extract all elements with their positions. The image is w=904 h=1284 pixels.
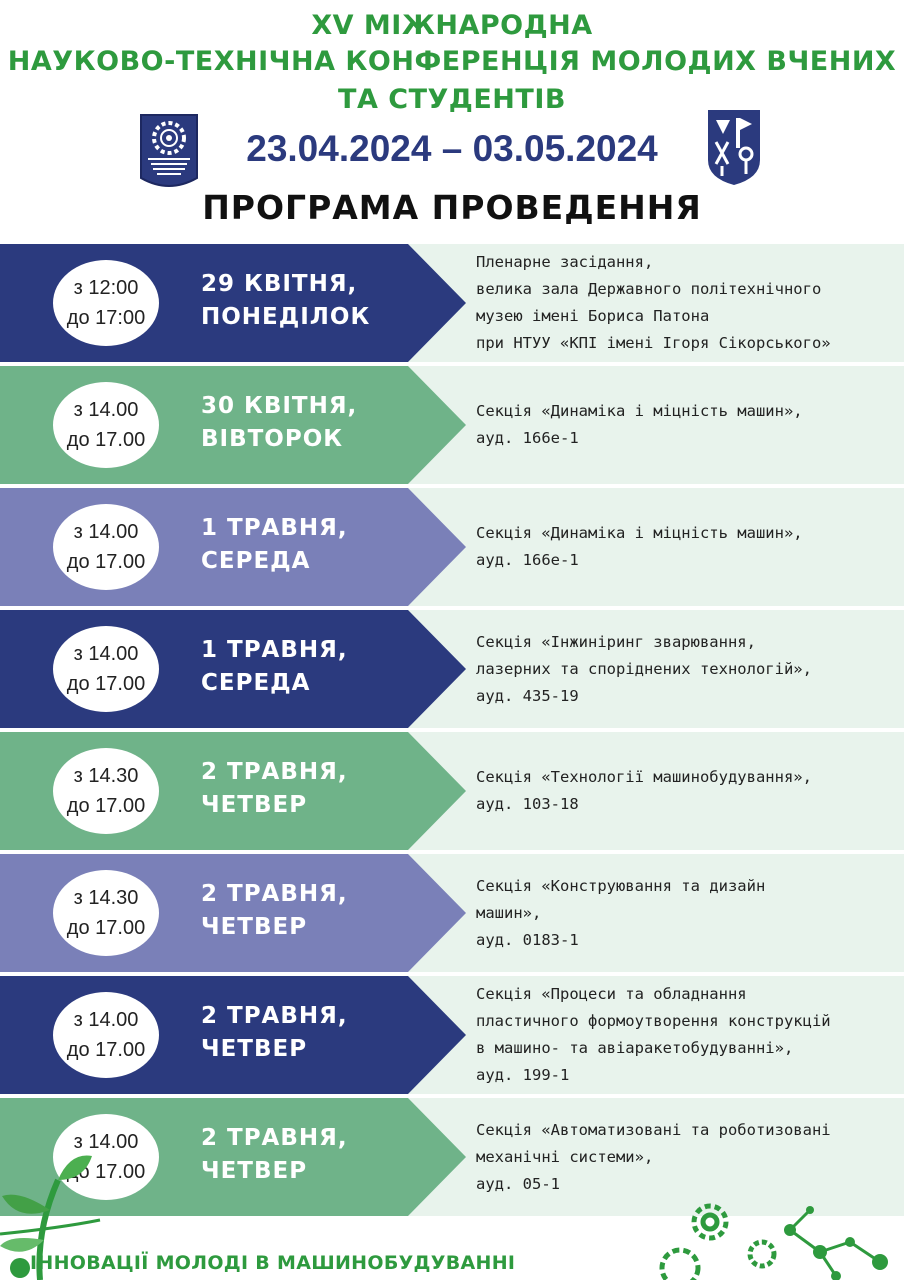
time-from: з 14.30 bbox=[73, 765, 139, 787]
description-line: в машино- та авіаракетобудуванні», bbox=[476, 1039, 794, 1057]
time-to: до 17.00 bbox=[66, 673, 146, 695]
time-to: до 17.00 bbox=[66, 795, 146, 817]
description-line: Секція «Процеси та обладнання bbox=[476, 985, 747, 1003]
conference-dates: 23.04.2024 – 03.05.2024 bbox=[246, 128, 658, 169]
conference-title-line-1: XV МІЖНАРОДНА bbox=[311, 10, 593, 41]
conference-title-line-3: ТА СТУДЕНТІВ bbox=[338, 84, 566, 115]
time-from: з 14.30 bbox=[73, 887, 139, 909]
description-line: ауд. 435-19 bbox=[476, 686, 579, 705]
session-description: Секція «Динаміка і міцність машин», ауд. … bbox=[476, 366, 896, 484]
session-description: Секція «Інжиніринг зварювання, лазерних т… bbox=[476, 610, 896, 728]
time-from: з 14.00 bbox=[73, 1131, 139, 1153]
description-line: пластичного формоутворення конструкцій bbox=[476, 1012, 831, 1030]
day-weekday: ЧЕТВЕР bbox=[201, 792, 308, 818]
description-line: ауд. 0183-1 bbox=[476, 930, 579, 949]
time-badge: з 14.00 до 17.00 bbox=[53, 992, 159, 1078]
kpi-shield-logo-icon bbox=[708, 110, 760, 185]
description-line: Секція «Інжиніринг зварювання, bbox=[476, 632, 756, 651]
description-line: Пленарне засідання, bbox=[476, 253, 654, 271]
schedule-row: з 14.00 до 17.00 1 ТРАВНЯ, СЕРЕДА Секція «Ін… bbox=[0, 610, 904, 728]
day-date: 2 ТРАВНЯ, bbox=[201, 1003, 348, 1029]
day-label: 2 ТРАВНЯ, ЧЕТВЕР bbox=[201, 1000, 348, 1066]
time-badge: з 14.00 до 17.00 bbox=[53, 382, 159, 468]
day-date: 29 КВІТНЯ, bbox=[201, 271, 358, 297]
time-to: до 17.00 bbox=[66, 429, 146, 451]
footer-tagline: ІННОВАЦІЇ МОЛОДІ В МАШИНОБУДУВАННІ bbox=[30, 1252, 516, 1274]
time-badge: з 12:00 до 17:00 bbox=[53, 260, 159, 346]
day-date: 2 ТРАВНЯ, bbox=[201, 1125, 348, 1151]
kpi-logo bbox=[706, 108, 762, 186]
institute-logo bbox=[138, 112, 200, 194]
day-date: 30 КВІТНЯ, bbox=[201, 393, 358, 419]
day-date: 2 ТРАВНЯ, bbox=[201, 759, 348, 785]
description-line: ауд. 166е-1 bbox=[476, 429, 579, 447]
description-line: Секція «Автоматизовані та роботизовані bbox=[476, 1120, 831, 1139]
gear-network-icon bbox=[640, 1190, 904, 1284]
description-line: ауд. 166е-1 bbox=[476, 551, 579, 569]
description-line: Секція «Конструювання та дизайн bbox=[476, 876, 766, 895]
session-description: Секція «Конструювання та дизайн машин», ау… bbox=[476, 854, 896, 972]
session-description: Пленарне засідання, велика зала Державног… bbox=[476, 244, 896, 362]
schedule-row: з 14.30 до 17.00 2 ТРАВНЯ, ЧЕТВЕР Секція «Ко… bbox=[0, 854, 904, 972]
time-from: з 14.00 bbox=[73, 399, 139, 421]
time-badge: з 14.00 до 17.00 bbox=[53, 504, 159, 590]
time-from: з 14.00 bbox=[73, 643, 139, 665]
session-description: Секція «Технології машинобудування», ауд.… bbox=[476, 732, 896, 850]
description-line: механічні системи», bbox=[476, 1147, 654, 1166]
description-line: машин», bbox=[476, 903, 542, 922]
day-label: 2 ТРАВНЯ, ЧЕТВЕР bbox=[201, 878, 348, 944]
day-date: 1 ТРАВНЯ, bbox=[201, 637, 348, 663]
schedule-row: з 12:00 до 17:00 29 КВІТНЯ, ПОНЕДІЛОК Пленар… bbox=[0, 244, 904, 362]
conference-title-line-2: НАУКОВО-ТЕХНІЧНА КОНФЕРЕНЦІЯ МОЛОДИХ ВЧЕ… bbox=[7, 46, 897, 77]
schedule-row: з 14.00 до 17.00 2 ТРАВНЯ, ЧЕТВЕР Секція «Пр… bbox=[0, 976, 904, 1094]
description-line: ауд. 199-1 bbox=[476, 1066, 570, 1084]
day-date: 1 ТРАВНЯ, bbox=[201, 515, 348, 541]
time-from: з 12:00 bbox=[73, 277, 139, 299]
day-weekday: ЧЕТВЕР bbox=[201, 1158, 308, 1184]
day-label: 1 ТРАВНЯ, СЕРЕДА bbox=[201, 634, 348, 700]
day-weekday: СЕРЕДА bbox=[201, 548, 311, 574]
description-line: музею імені Бориса Патона bbox=[476, 307, 710, 325]
time-badge: з 14.30 до 17.00 bbox=[53, 870, 159, 956]
time-to: до 17.00 bbox=[66, 917, 146, 939]
program-title: ПРОГРАМА ПРОВЕДЕННЯ bbox=[202, 188, 702, 227]
sprout-icon bbox=[0, 1150, 130, 1281]
description-line: ауд. 05-1 bbox=[476, 1174, 560, 1193]
day-date: 2 ТРАВНЯ, bbox=[201, 881, 348, 907]
session-description: Секція «Динаміка і міцність машин», ауд. … bbox=[476, 488, 896, 606]
day-weekday: ПОНЕДІЛОК bbox=[201, 304, 371, 330]
day-weekday: ВІВТОРОК bbox=[201, 426, 344, 452]
session-description: Секція «Процеси та обладнання пластичного… bbox=[476, 976, 896, 1094]
schedule-row: з 14.30 до 17.00 2 ТРАВНЯ, ЧЕТВЕР Секція «Те… bbox=[0, 732, 904, 850]
time-from: з 14.00 bbox=[73, 1009, 139, 1031]
day-label: 30 КВІТНЯ, ВІВТОРОК bbox=[201, 390, 357, 456]
description-line: при НТУУ «КПІ імені Ігоря Сікорського» bbox=[476, 334, 831, 352]
day-weekday: СЕРЕДА bbox=[201, 670, 311, 696]
description-line: ауд. 103-18 bbox=[476, 795, 579, 813]
day-weekday: ЧЕТВЕР bbox=[201, 914, 308, 940]
description-line: Секція «Динаміка і міцність машин», bbox=[476, 524, 803, 542]
time-from: з 14.00 bbox=[73, 521, 139, 543]
schedule-row: з 14.00 до 17.00 1 ТРАВНЯ, СЕРЕДА Секція «Ди… bbox=[0, 488, 904, 606]
description-line: велика зала Державного політехнічного bbox=[476, 280, 822, 298]
day-label: 2 ТРАВНЯ, ЧЕТВЕР bbox=[201, 1122, 348, 1188]
schedule-row: з 14.00 до 17.00 30 КВІТНЯ, ВІВТОРОК Секція … bbox=[0, 366, 904, 484]
day-label: 2 ТРАВНЯ, ЧЕТВЕР bbox=[201, 756, 348, 822]
day-label: 29 КВІТНЯ, ПОНЕДІЛОК bbox=[201, 268, 370, 334]
description-line: лазерних та споріднених технологій», bbox=[476, 659, 812, 678]
time-badge: з 14.30 до 17.00 bbox=[53, 748, 159, 834]
day-weekday: ЧЕТВЕР bbox=[201, 1036, 308, 1062]
description-line: Секція «Технології машинобудування», bbox=[476, 768, 812, 786]
time-to: до 17.00 bbox=[66, 1039, 146, 1061]
description-line: Секція «Динаміка і міцність машин», bbox=[476, 402, 803, 420]
time-to: до 17:00 bbox=[66, 307, 146, 329]
time-badge: з 14.00 до 17.00 bbox=[53, 626, 159, 712]
time-to: до 17.00 bbox=[66, 551, 146, 573]
session-description: Секція «Автоматизовані та роботизовані ме… bbox=[476, 1098, 896, 1216]
institute-gear-logo-icon bbox=[140, 114, 198, 187]
day-label: 1 ТРАВНЯ, СЕРЕДА bbox=[201, 512, 348, 578]
